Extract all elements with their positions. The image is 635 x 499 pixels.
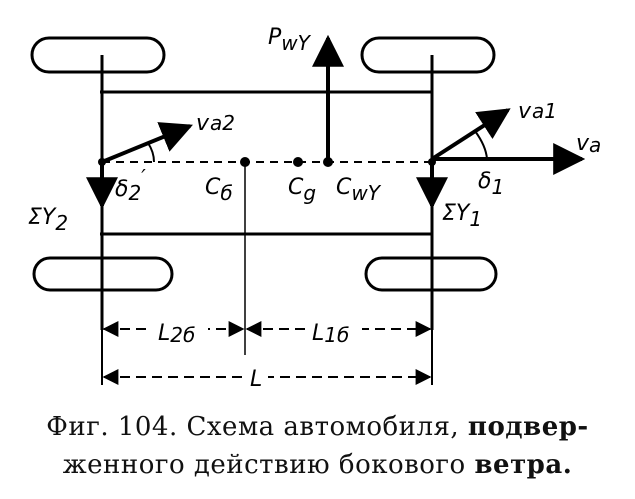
label-sum-y2: ΣY2 xyxy=(28,205,68,235)
car-side-wind-diagram: PwY va2 va1 va δ2′ δ1 Cб Cg CwY ΣY2 ΣY1 … xyxy=(28,25,601,392)
label-va2: va2 xyxy=(196,111,235,136)
caption-line-1: Фиг. 104. Схема автомобиля, подвер- xyxy=(0,408,635,446)
label-l1b: L1б xyxy=(312,321,349,347)
wheel-front-left xyxy=(30,36,166,74)
point-rear-axle xyxy=(98,158,106,166)
va1-arrow xyxy=(430,108,511,161)
point-cwy xyxy=(323,157,333,167)
label-l-bg xyxy=(246,362,268,390)
point-cg xyxy=(293,157,303,167)
label-l1b-bg xyxy=(306,316,362,344)
label-l2b: L2б xyxy=(158,321,195,347)
label-va1: va1 xyxy=(518,99,557,124)
delta1-arc xyxy=(474,130,488,160)
figure-caption: Фиг. 104. Схема автомобиля, подвер- женн… xyxy=(0,408,635,484)
caption-line-2-bold: ветра. xyxy=(474,450,573,480)
caption-line-1-regular: Фиг. 104. Схема автомобиля, xyxy=(46,412,468,442)
delta2-arc xyxy=(147,142,155,163)
caption-line-2: женного действию бокового ветра. xyxy=(0,446,635,484)
label-delta2: δ2′ xyxy=(115,165,146,205)
label-c-g: Cg xyxy=(288,175,316,205)
label-c-wy: CwY xyxy=(336,175,382,205)
caption-line-2-regular: женного действию бокового xyxy=(62,450,475,480)
label-c-b: Cб xyxy=(205,175,233,205)
va2-arrow xyxy=(101,122,193,164)
label-delta1: δ1 xyxy=(478,169,504,199)
label-l: L xyxy=(250,367,262,392)
label-l2b-bg xyxy=(152,316,208,344)
wheel-front-right xyxy=(360,36,496,74)
point-front-axle xyxy=(428,158,436,166)
label-sum-y1: ΣY1 xyxy=(442,201,482,231)
label-va: va xyxy=(576,131,601,157)
label-p-wy: PwY xyxy=(268,25,312,55)
caption-line-1-bold: подвер- xyxy=(467,412,589,442)
